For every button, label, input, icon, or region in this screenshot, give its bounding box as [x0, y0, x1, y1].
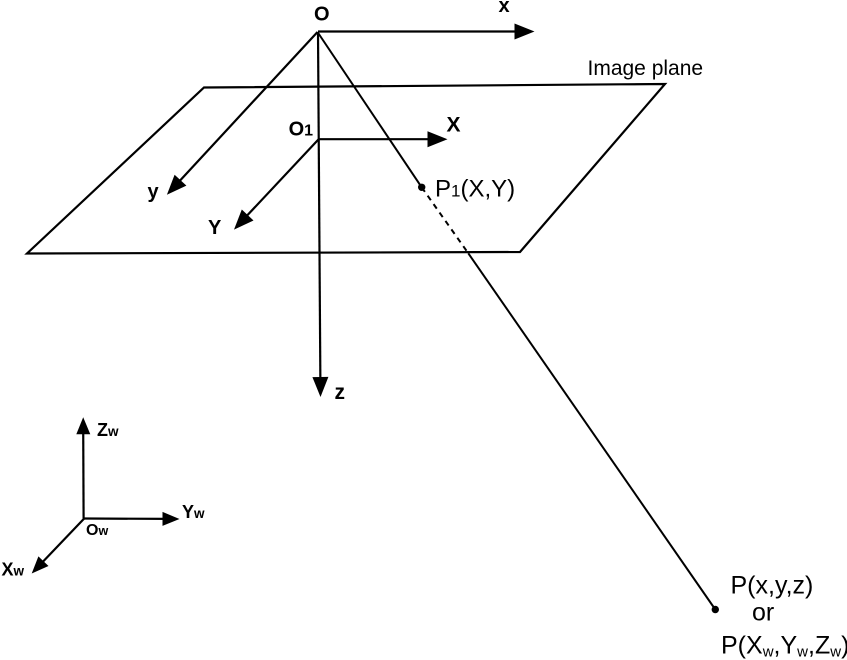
svg-text:O1: O1 — [289, 119, 314, 141]
svg-text:Ow: Ow — [86, 522, 108, 539]
svg-text:x: x — [499, 0, 510, 17]
svg-text:Zw: Zw — [97, 420, 119, 440]
svg-text:X: X — [447, 114, 461, 137]
svg-text:Y: Y — [208, 217, 222, 239]
svg-text:P(x,y,z): P(x,y,z) — [731, 572, 814, 600]
svg-text:or: or — [752, 599, 774, 627]
svg-text:P1(X,Y): P1(X,Y) — [435, 176, 515, 203]
svg-text:z: z — [335, 381, 346, 404]
svg-text:P(Xw,Yw,Zw): P(Xw,Yw,Zw) — [721, 632, 847, 660]
svg-text:y: y — [148, 181, 160, 203]
svg-text:O: O — [314, 4, 330, 26]
svg-text:Xw: Xw — [2, 560, 25, 580]
svg-text:Yw: Yw — [182, 502, 205, 522]
svg-text:Image plane: Image plane — [588, 57, 704, 80]
